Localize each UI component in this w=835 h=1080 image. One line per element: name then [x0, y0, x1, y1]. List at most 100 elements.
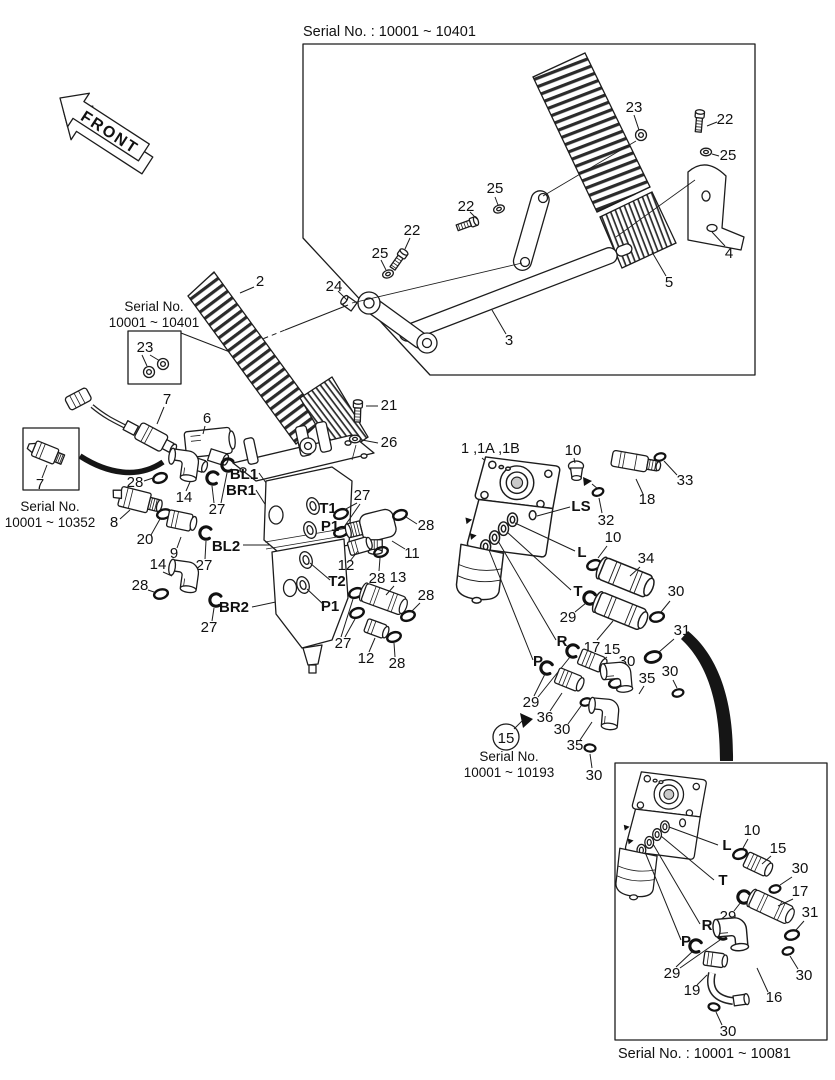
- callout-4: 4: [725, 245, 733, 262]
- callout-28-c: 28: [418, 517, 435, 534]
- part-14-elbow-a: [165, 447, 201, 484]
- part-13: [357, 581, 411, 617]
- callout-30-a: 30: [668, 583, 685, 600]
- callout-30-h: 30: [720, 1023, 737, 1040]
- note-arrow: [520, 713, 533, 728]
- assembly-label: 1 ,1A ,1B: [461, 441, 520, 457]
- callout-6: 6: [203, 410, 211, 427]
- callout-24: 24: [326, 278, 343, 295]
- cring-27-b: [197, 524, 213, 542]
- callout-32: 32: [598, 512, 615, 529]
- part-36: [553, 666, 587, 694]
- mount-fasteners: 21 26: [348, 397, 398, 461]
- oring-30-g: [780, 944, 796, 958]
- oring-27-p1b: [347, 605, 367, 621]
- callout-29-a: 29: [560, 609, 577, 626]
- pedal-2-face: [187, 271, 323, 445]
- cring-27-a1: [204, 469, 220, 487]
- port-BL2: BL2: [212, 538, 240, 555]
- bolt-21: [352, 398, 364, 423]
- callout-28-e: 28: [418, 587, 435, 604]
- top-serial-label: Serial No. : 10001 ~ 10401: [303, 24, 476, 40]
- nut-serial-box: Serial No. 10001 ~ 10401 23: [109, 299, 349, 385]
- left-fittings: 6 28 14 27 BL1 BR1 8 20 9 27 BL2 14 28: [110, 410, 304, 636]
- callout-22-lever: 22: [404, 222, 421, 239]
- port-T1: T1: [319, 500, 337, 517]
- bolt-22-top-right: [693, 108, 706, 133]
- callout-22-top-right: 22: [717, 111, 734, 128]
- nut-box-serial-2: 10001 ~ 10401: [109, 315, 199, 330]
- port-LS: LS: [571, 498, 590, 515]
- part-9-fitting: [165, 509, 198, 532]
- switch-box-serial-1: Serial No.: [20, 499, 79, 514]
- oring-32: [590, 485, 606, 499]
- callout-8: 8: [110, 514, 118, 531]
- port-T2: T2: [328, 573, 346, 590]
- washer-25-lever: [380, 267, 396, 281]
- callout-12-b: 12: [358, 650, 375, 667]
- part-19-elbow-hose: [702, 950, 750, 1007]
- callout-27-b: 27: [196, 557, 213, 574]
- bottom-serial-box: Serial No. : 10001 ~ 10081 10 L 15 30 T …: [614, 762, 828, 1062]
- callout-25-mid: 25: [487, 180, 504, 197]
- port-BR1: BR1: [226, 482, 256, 499]
- see-detail-arrow: [681, 631, 734, 761]
- oring-33: [652, 450, 668, 464]
- washer-25-top-right: [699, 147, 713, 157]
- circled-15-badge: [492, 723, 520, 751]
- port-R-box: R: [702, 917, 713, 934]
- callout-13: 13: [390, 569, 407, 586]
- callout-23-box: 23: [137, 339, 154, 356]
- callout-30-c: 30: [662, 663, 679, 680]
- part-17-box: [744, 887, 798, 927]
- port-R: R: [557, 633, 568, 650]
- washer-25-mid: [491, 202, 507, 216]
- nut-23-top: [634, 128, 648, 142]
- callout-27-a: 27: [209, 501, 226, 518]
- nut-23-b: [156, 357, 170, 371]
- front-direction-arrow: FRONT: [59, 92, 154, 175]
- oring-28-a: [150, 470, 170, 486]
- callout-2: 2: [256, 273, 264, 290]
- oring-31-box: [782, 927, 802, 943]
- port-T: T: [573, 583, 582, 600]
- switch-serial-box: 7 Serial No. 10001 ~ 10352: [5, 427, 95, 530]
- cring-29-r: [563, 641, 581, 660]
- callout-26: 26: [381, 434, 398, 451]
- callout-35-a: 35: [639, 670, 656, 687]
- callout-18: 18: [639, 491, 656, 508]
- oring-30-e: [583, 742, 597, 754]
- callout-30-f: 30: [792, 860, 809, 877]
- steering-unit-main: 1 ,1A ,1B 10 18 33 LS 32 10 L T R P 34 3…: [455, 441, 693, 784]
- callout-10-a: 10: [565, 442, 582, 459]
- nut-23-a: [142, 365, 156, 379]
- callout-27-d: 27: [354, 487, 371, 504]
- callout-25-top-right: 25: [720, 147, 737, 164]
- callout-30-e: 30: [586, 767, 603, 784]
- link-plate: [512, 190, 550, 271]
- part-4-bracket: [687, 164, 745, 251]
- top-serial-box: Serial No. : 10001 ~ 10401: [302, 24, 756, 376]
- callout-29-d: 29: [664, 965, 681, 982]
- steering-note-serial-2: 10001 ~ 10193: [464, 765, 554, 780]
- callout-36: 36: [537, 709, 554, 726]
- callout-30-d: 30: [554, 721, 571, 738]
- part-10-plug: [567, 460, 585, 482]
- callout-29-b: 29: [523, 694, 540, 711]
- callout-25-lever: 25: [372, 245, 389, 262]
- pedal-valve-body: T1 P1 T2 P1 27 28 11 12 28 27 13 28 12 2…: [263, 466, 435, 674]
- callout-23-top: 23: [626, 99, 643, 116]
- port-P-box: P: [681, 933, 691, 950]
- callout-12-a: 12: [338, 557, 355, 574]
- oring-30-h: [706, 1001, 722, 1013]
- callout-20: 20: [137, 531, 154, 548]
- callout-22-mid: 22: [458, 198, 475, 215]
- part-14-elbow-b: [165, 558, 201, 595]
- callout-27-c: 27: [201, 619, 218, 636]
- port-P1-upper: P1: [321, 518, 339, 535]
- bottom-serial-label: Serial No. : 10001 ~ 10081: [618, 1046, 791, 1062]
- callout-3: 3: [505, 332, 513, 349]
- part-5-pedal: [532, 52, 677, 269]
- part-7-switch: 7: [64, 387, 178, 476]
